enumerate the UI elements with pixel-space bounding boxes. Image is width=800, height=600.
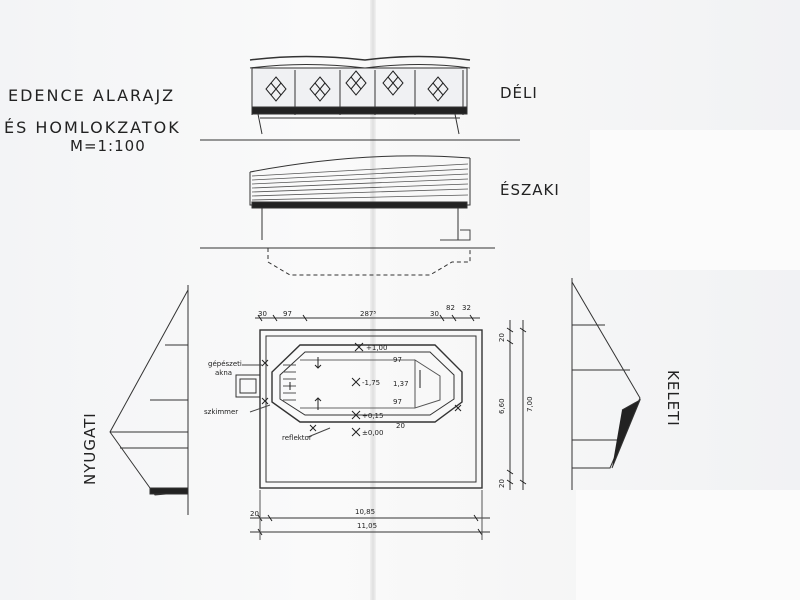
paper-fold [370,0,376,600]
west-label: NYUGATI [81,412,99,485]
dim-top-right-30: 30 [430,310,439,318]
pool-plan [235,314,527,540]
dim-inner-97b: 97 [393,398,402,406]
dim-right-700: 7,00 [526,396,534,412]
dim-top-right-82: 82 [446,304,455,312]
east-elevation [571,278,642,490]
machine-shaft-label-1: gépészeti [208,360,242,368]
scale-label: M=1:100 [70,137,146,155]
level-zero: ±0,00 [362,429,383,437]
dim-top-97: 97 [283,310,292,318]
south-elevation [200,55,520,141]
dim-right-660: 6,60 [498,398,506,414]
skimmer-label: szkimmer [204,408,238,416]
dim-inner-20: 20 [396,422,405,430]
dim-top-30: 30 [258,310,267,318]
north-label: ÉSZAKI [500,180,560,199]
title-block: EDENCE ALARAJZ ÉS HOMLOKZATOK M=1:100 [4,86,181,155]
reflector-label: reflektor [282,434,312,442]
title-line-1: EDENCE ALARAJZ [8,86,175,105]
dim-inner-97: 97 [393,356,402,364]
dim-top-right-32: 32 [462,304,471,312]
dim-right-20-bottom: 20 [498,479,506,488]
level-depth: -1,75 [362,379,380,387]
paper-patch-east-lower [576,490,800,600]
north-elevation [200,155,495,276]
dim-right-20-top: 20 [498,333,506,342]
south-label: DÉLI [500,83,538,102]
machine-shaft-label-2: akna [215,369,232,377]
level-rim: +0,15 [362,412,383,420]
paper-patch-east-upper [590,130,800,270]
dim-top-287: 287⁵ [360,310,376,318]
dim-bottom-1085: 10,85 [355,508,375,516]
west-elevation [109,285,189,515]
dim-bottom-20: 20 [250,510,259,518]
level-top: +1,00 [366,344,387,352]
title-line-2: ÉS HOMLOKZATOK [4,118,181,137]
east-label: KELETI [664,370,682,427]
dim-inner-137: 1,37 [393,380,409,388]
dim-bottom-1105: 11,05 [357,522,377,530]
